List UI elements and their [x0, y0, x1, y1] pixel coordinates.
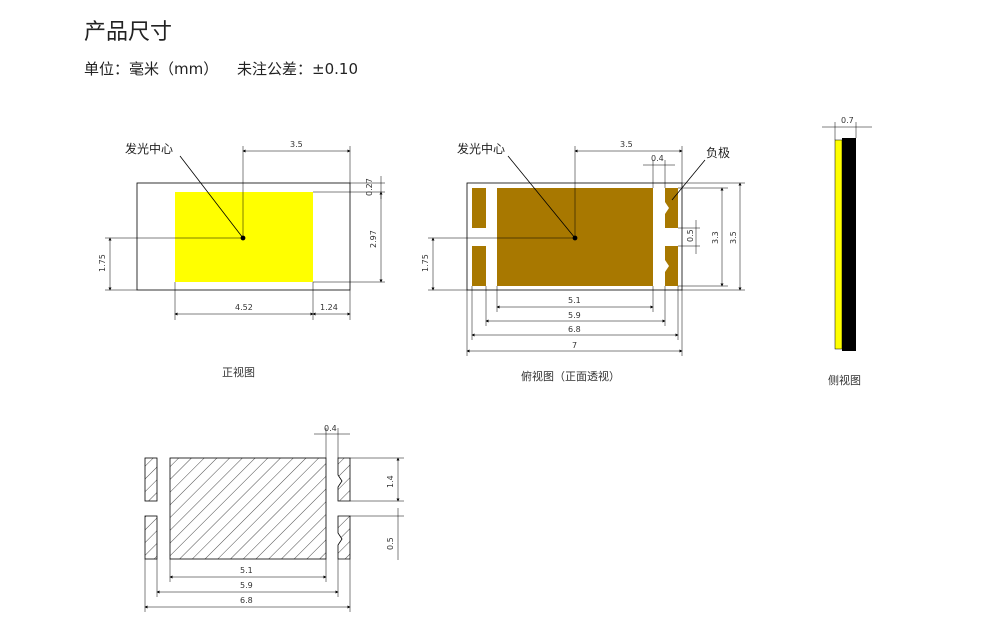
front-dim-bottom-a: 4.52: [235, 303, 253, 312]
top-dim-w2: 5.9: [568, 311, 581, 320]
pad-dim-w1: 5.1: [240, 566, 253, 575]
pad-left-upper: [144, 457, 158, 502]
front-dim-top: 3.5: [290, 140, 303, 149]
top-dim-inner-h: 3.3: [711, 231, 720, 244]
front-dim-left: 1.75: [98, 254, 107, 272]
top-dim-top: 3.5: [620, 140, 633, 149]
top-dim-w4: 7: [572, 341, 577, 350]
front-caption: 正视图: [222, 365, 255, 379]
pad-dim-w2: 5.9: [240, 581, 253, 590]
top-dim-outer-h: 3.5: [729, 231, 738, 244]
front-emission-label: 发光中心: [125, 141, 173, 156]
side-caption: 侧视图: [828, 373, 861, 387]
pad-dim-w3: 6.8: [240, 596, 253, 605]
top-left-pad-upper: [472, 188, 486, 228]
tolerance-text: 未注公差：±0.10: [237, 60, 358, 78]
top-dim-gap: 0.4: [651, 154, 664, 163]
pad-main: [169, 457, 327, 560]
cathode-label: 负极: [706, 146, 730, 160]
top-caption: 俯视图（正面透视）: [521, 369, 620, 383]
pad-left-lower: [144, 515, 158, 560]
front-dim-right-small: 0.27: [365, 178, 374, 196]
pad-right-lower: [337, 515, 351, 560]
top-right-pad-lower: [665, 246, 678, 286]
units-line: 单位：毫米（mm） 未注公差：±0.10: [84, 58, 372, 79]
top-dim-w1: 5.1: [568, 296, 581, 305]
pad-dim-height: 1.4: [386, 475, 395, 488]
pad-dim-slot: 0.5: [386, 537, 395, 550]
top-dim-w3: 6.8: [568, 325, 581, 334]
side-view: [822, 122, 872, 351]
pad-right-upper: [337, 457, 351, 502]
side-lens: [834, 139, 843, 350]
top-emission-label: 发光中心: [457, 141, 505, 156]
front-dim-right-big: 2.97: [369, 230, 378, 248]
unit-text: 单位：毫米（mm）: [84, 60, 219, 78]
top-dim-notch: 0.5: [686, 229, 695, 242]
pad-layout: [144, 457, 351, 560]
front-dim-bottom-b: 1.24: [320, 303, 338, 312]
page-title: 产品尺寸: [84, 20, 173, 45]
front-view: [105, 146, 385, 320]
side-body-dark: [842, 138, 856, 351]
top-right-pad-upper: [665, 188, 678, 228]
top-dim-left: 1.75: [421, 254, 430, 272]
pad-dimensions: [144, 428, 404, 612]
top-view: [428, 146, 745, 356]
top-left-pad-lower: [472, 246, 486, 286]
side-dim-thickness: 0.7: [841, 116, 854, 125]
pad-dim-gap: 0.4: [324, 424, 337, 433]
